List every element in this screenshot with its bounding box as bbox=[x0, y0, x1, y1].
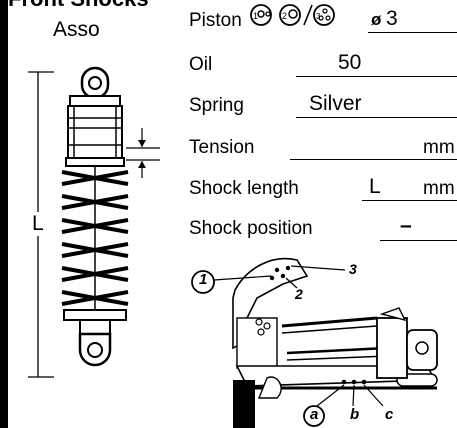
mount-lower-b: b bbox=[350, 406, 360, 423]
svg-text:1: 1 bbox=[253, 11, 258, 21]
shock-length-unit: mm bbox=[423, 178, 455, 199]
mount-upper-2: 2 bbox=[295, 286, 303, 302]
spring-value: Silver bbox=[309, 92, 362, 115]
tension-label: Tension bbox=[189, 137, 255, 158]
length-dimension-label: L bbox=[31, 212, 45, 236]
piston-diameter-prefix: ø bbox=[371, 10, 382, 29]
shock-position-value: – bbox=[400, 214, 412, 237]
piston-label: Piston bbox=[189, 10, 242, 31]
svg-text:2: 2 bbox=[282, 11, 287, 21]
oil-value: 50 bbox=[338, 51, 362, 74]
mount-lower-a: a bbox=[310, 406, 319, 423]
oil-label: Oil bbox=[189, 54, 213, 75]
tension-unit: mm bbox=[423, 137, 455, 158]
mount-lower-c: c bbox=[385, 406, 394, 423]
svg-text:3: 3 bbox=[316, 12, 321, 21]
shock-length-value: L bbox=[369, 175, 381, 198]
mount-position-diagram bbox=[191, 257, 438, 428]
mount-upper-3: 3 bbox=[349, 261, 357, 277]
mount-upper-1: 1 bbox=[199, 271, 208, 288]
left-border bbox=[0, 0, 8, 428]
subtitle: Asso bbox=[53, 18, 100, 41]
page-title: Front Shocks bbox=[8, 0, 149, 12]
shock-position-label: Shock position bbox=[189, 218, 313, 239]
piston-value: 3 bbox=[386, 7, 398, 30]
piston-type-icons: 1 2 3 bbox=[250, 4, 335, 26]
spring-label: Spring bbox=[189, 95, 244, 116]
shock-length-label: Shock length bbox=[189, 178, 299, 199]
